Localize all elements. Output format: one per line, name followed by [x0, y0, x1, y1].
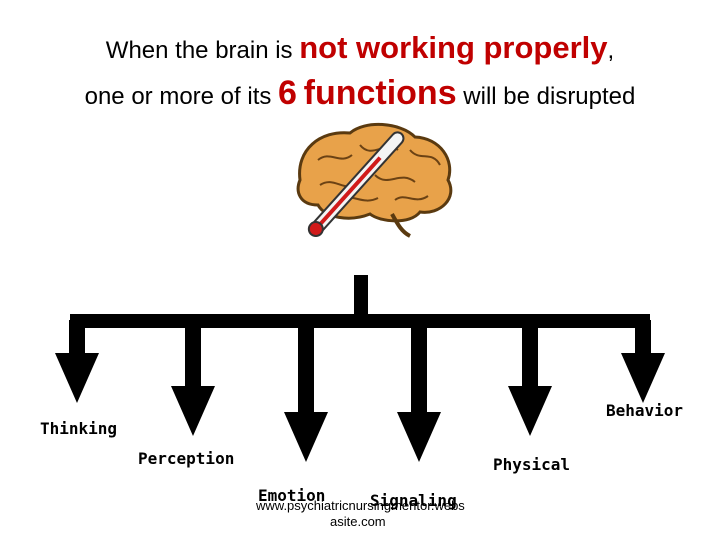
function-label-perception: Perception — [138, 449, 235, 468]
function-label-thinking: Thinking — [40, 419, 118, 438]
title-line-2: one or more of its 6 functions will be d… — [0, 74, 720, 113]
arrow-physical — [508, 320, 552, 436]
title-number-six: 6 — [278, 74, 297, 112]
connector-trunk — [354, 275, 368, 320]
watermark-line-2: asite.com — [330, 514, 386, 529]
watermark-line-1: www.psychiatricnursingmentor.webs — [256, 498, 465, 513]
function-label-signaling: Signaling — [370, 491, 457, 510]
title-line-1: When the brain is not working properly, — [0, 30, 720, 66]
title-line-2-prefix: one or more of its — [84, 83, 279, 110]
function-label-physical: Physical — [493, 455, 571, 474]
title-emphasis-not-working: not working properly — [299, 30, 608, 65]
title-line-1-prefix: When the brain is — [105, 37, 300, 64]
title-line-1-suffix: , — [607, 37, 615, 64]
arrow-behavior — [621, 320, 665, 403]
title-line-2-suffix: will be disrupted — [456, 83, 636, 110]
title-emphasis-functions: functions — [303, 74, 457, 112]
arrow-perception — [171, 320, 215, 436]
arrow-signaling — [397, 320, 441, 462]
arrow-thinking — [55, 320, 99, 403]
arrow-emotion — [284, 320, 328, 462]
function-label-behavior: Behavior — [606, 401, 684, 420]
connector-bar — [70, 314, 650, 328]
function-label-emotion: Emotion — [258, 486, 326, 505]
brain-icon — [296, 122, 453, 238]
